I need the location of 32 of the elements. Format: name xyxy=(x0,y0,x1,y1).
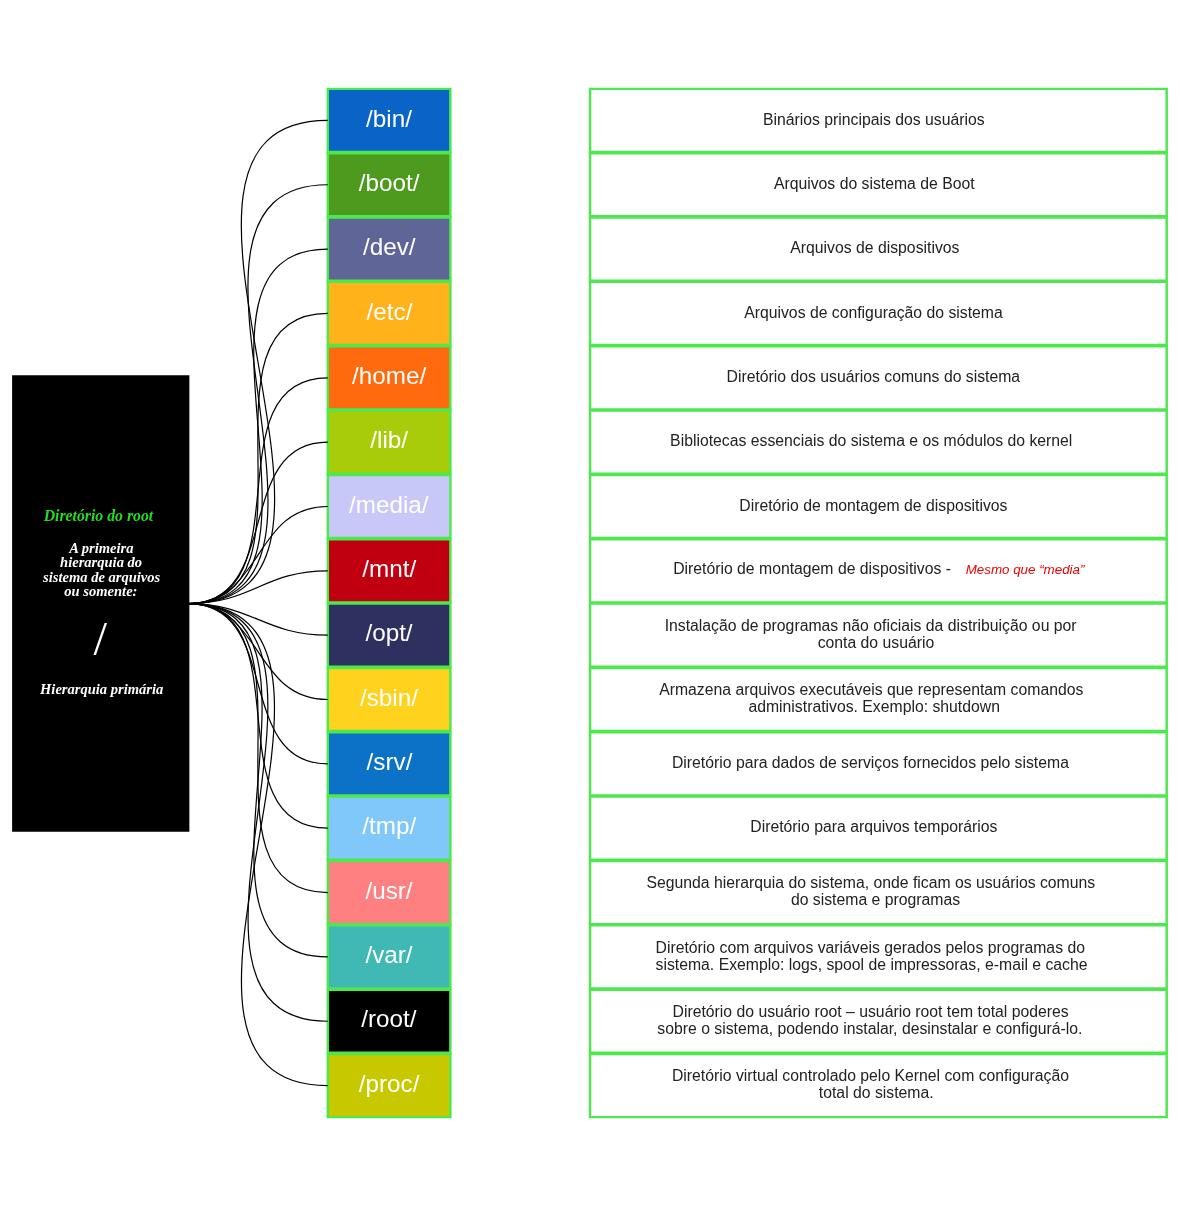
node-box: Bibliotecas essenciais do sistema e os módulos do kernel xyxy=(588,409,1168,475)
node-box: /boot/ xyxy=(326,152,452,218)
node-box: /mnt/ xyxy=(326,538,452,604)
node-box: /lib/ xyxy=(326,409,452,475)
node-box: Binários principais dos usuários xyxy=(588,87,1168,154)
node-box: Diretório para arquivos temporários xyxy=(588,795,1168,861)
node-box: /usr/ xyxy=(326,859,452,926)
node-box: /proc/ xyxy=(326,1052,452,1119)
node-box: /sbin/ xyxy=(326,666,452,733)
node-box: /var/ xyxy=(326,924,452,990)
node-box: Diretório com arquivos variáveis gerados pelos programas do sistema. Exemplo: logs, spool de impressoras, e-mail e cache xyxy=(588,924,1168,990)
node-box: Diretório do root A primeira hierarquia do sistema de arquivos ou somente: / Hierarquia primária xyxy=(12,375,190,832)
node-box: Diretório dos usuários comuns do sistema xyxy=(588,345,1168,411)
node-box: /opt/ xyxy=(326,602,452,668)
node-box: /srv/ xyxy=(326,731,452,797)
node-box: Diretório de montagem de dispositivos xyxy=(588,473,1168,540)
node-box: /tmp/ xyxy=(326,795,452,861)
node-box: Instalação de programas não oficiais da distribuição ou por conta do usuário xyxy=(588,602,1168,668)
node-box: /dev/ xyxy=(326,216,452,282)
node-box: Diretório para dados de serviços fornecidos pelo sistema xyxy=(588,731,1168,797)
node-box: Arquivos de configuração do sistema xyxy=(588,280,1168,347)
node-box: /etc/ xyxy=(326,280,452,347)
node-box: Armazena arquivos executáveis que representam comandos administrativos. Exemplo: shutdown xyxy=(588,666,1168,733)
node-box: Segunda hierarquia do sistema, onde ficam os usuários comuns do sistema e programas xyxy=(588,859,1168,926)
node-box: Diretório de montagem de dispositivos - Mesmo que “media” xyxy=(588,538,1168,604)
node-box: Diretório do usuário root – usuário root tem total poderes sobre o sistema, podendo instalar, desinstalar e configurá-lo. xyxy=(588,988,1168,1054)
node-box: /home/ xyxy=(326,345,452,411)
node-box: /bin/ xyxy=(326,87,452,154)
node-box: Diretório virtual controlado pelo Kernel com configuração total do sistema. xyxy=(588,1052,1168,1119)
node-box: Arquivos do sistema de Boot xyxy=(588,152,1168,218)
node-box: /root/ xyxy=(326,988,452,1054)
node-box: Arquivos de dispositivos xyxy=(588,216,1168,282)
